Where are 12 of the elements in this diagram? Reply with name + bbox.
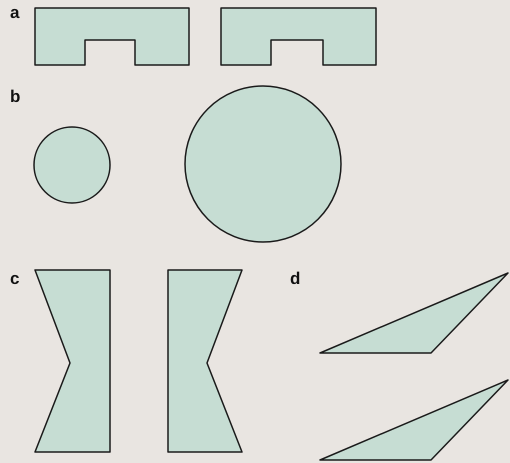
panel-label: d — [290, 270, 300, 287]
notched-block-shape — [34, 7, 190, 66]
panel-label: c — [10, 270, 20, 287]
triangle-shape — [319, 272, 509, 354]
panel-label: a — [10, 4, 20, 21]
panel-label: b — [10, 88, 20, 105]
concave-prism-shape — [34, 269, 111, 453]
large-circle-shape — [184, 85, 342, 243]
small-circle-shape — [33, 126, 111, 204]
notched-block-shape — [220, 7, 377, 66]
concave-prism-shape — [167, 269, 243, 453]
triangle-shape — [319, 379, 509, 461]
